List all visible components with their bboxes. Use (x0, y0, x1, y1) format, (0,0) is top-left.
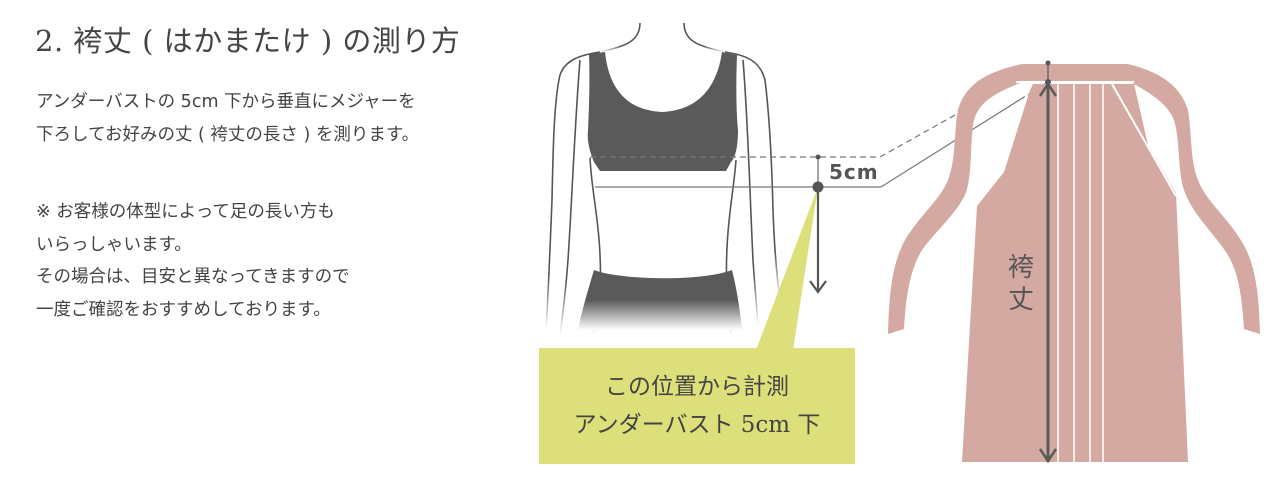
underbust-point-icon (815, 154, 821, 160)
hakama-illustration (888, 60, 1260, 464)
callout-line: この位置から計測 (605, 374, 789, 400)
arrow-head-icon (809, 280, 827, 294)
callout-line: アンダーバスト 5cm 下 (573, 412, 821, 438)
torso-figure (545, 22, 781, 336)
instruction-line: 下ろしてお好みの丈 ( 袴丈の長さ ) を測ります。 (36, 124, 420, 145)
note-line: その場合は、目安と異なってきますので (36, 267, 350, 287)
measurement-instructions: アンダーバストの 5cm 下から垂直にメジャーを 下ろしてお好みの丈 ( 袴丈の… (36, 86, 419, 151)
page-title: 2. 袴丈 ( はかまたけ ) の測り方 (35, 24, 461, 58)
hakama-label-char: 袴 (1007, 253, 1034, 283)
instruction-line: アンダーバストの 5cm 下から垂直にメジャーを (36, 92, 416, 112)
bra-garment (587, 52, 738, 171)
callout-pointer (756, 187, 818, 350)
note-line: 一度ご確認をおすすめしております。 (36, 299, 331, 320)
body-type-note: ※ お客様の体型によって足の長い方も いらっしゃいます。 その場合は、目安と異な… (36, 196, 350, 326)
note-line: ※ お客様の体型によって足の長い方も (36, 202, 335, 222)
note-line: いらっしゃいます。 (36, 234, 192, 255)
measurement-callout: この位置から計測 アンダーバスト 5cm 下 (539, 348, 855, 464)
shorts-garment (578, 270, 742, 330)
hakama-length-label: 袴 丈 (1006, 252, 1036, 316)
offset-label: 5cm (829, 160, 879, 184)
hakama-label-char: 丈 (1007, 285, 1034, 315)
